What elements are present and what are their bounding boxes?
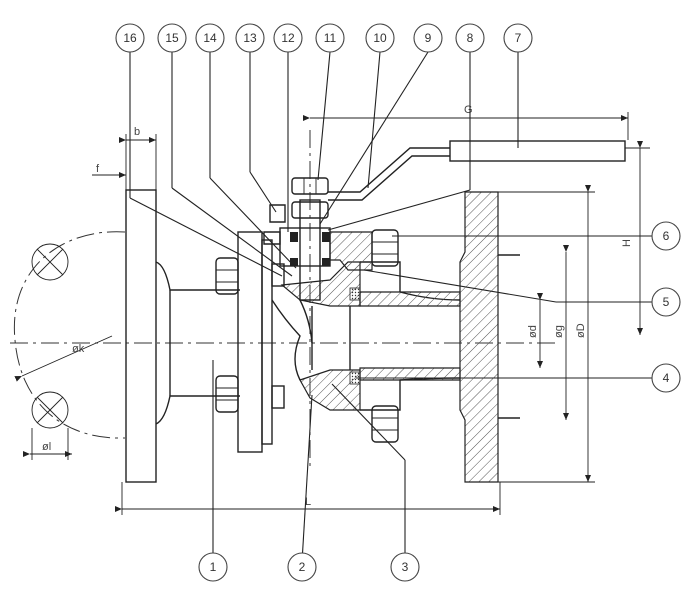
callout-2: 2 [287, 552, 317, 582]
gland [279, 227, 331, 267]
stop-plate [263, 204, 286, 245]
dim-k-label: øk [72, 343, 85, 355]
callout-7: 7 [503, 23, 533, 53]
svg-text:12: 12 [281, 31, 295, 45]
callout-3: 3 [390, 552, 420, 582]
body-cavity [271, 299, 313, 381]
leader-lines [129, 51, 652, 563]
callout-11: 11 [315, 23, 345, 53]
svg-text:11: 11 [324, 31, 337, 45]
svg-text:10: 10 [373, 31, 387, 45]
stem [299, 199, 321, 301]
right-body [360, 261, 461, 411]
callout-4: 4 [651, 363, 681, 393]
svg-text:1: 1 [210, 560, 217, 574]
ball-upper [280, 261, 361, 307]
svg-text:5: 5 [663, 295, 670, 309]
dim-d-label: ød [527, 325, 539, 338]
body-joint-flange-right [261, 239, 273, 445]
right-body-wall-top [359, 291, 461, 307]
body-bolt-top [371, 229, 399, 267]
dim-k-line [14, 335, 113, 382]
callout-16: 16 [115, 23, 145, 53]
body-bolt-bottom [371, 405, 399, 443]
svg-text:3: 3 [402, 560, 409, 574]
callout-10: 10 [365, 23, 395, 53]
svg-text:13: 13 [243, 31, 257, 45]
packing-left [290, 232, 298, 242]
callout-1: 1 [198, 552, 228, 582]
dim-L-label: L [305, 496, 311, 508]
callout-8: 8 [455, 23, 485, 53]
bolt-circle-arc [13, 231, 126, 439]
left-body-neck [155, 261, 240, 425]
packing-right [322, 232, 330, 242]
bonnet [329, 231, 373, 271]
right-body-wall-bottom [359, 367, 461, 381]
svg-text:6: 6 [663, 229, 670, 243]
packing-lower-left [290, 258, 298, 266]
handle-grip [449, 140, 626, 162]
callout-9: 9 [413, 23, 443, 53]
right-end-flange [459, 191, 499, 483]
callout-13: 13 [235, 23, 265, 53]
dim-f-label: f [96, 163, 100, 175]
dim-H-label: H [621, 239, 633, 247]
svg-text:4: 4 [663, 371, 670, 385]
svg-text:9: 9 [425, 31, 432, 45]
seat-upper [349, 287, 361, 301]
stem-nut [291, 177, 329, 219]
joint-bolt-top [215, 257, 285, 295]
callout-15: 15 [157, 23, 187, 53]
dim-l-label: øl [42, 441, 51, 453]
dim-g-label: øg [553, 325, 565, 338]
body-joint-flange-left [237, 231, 263, 453]
joint-bolt-bottom [215, 375, 285, 413]
svg-text:15: 15 [165, 31, 179, 45]
bolt-hole-bottom [31, 391, 69, 429]
dim-b-label: b [134, 126, 140, 138]
dim-D-label: øD [575, 323, 587, 338]
callout-14: 14 [195, 23, 225, 53]
handle-lever [328, 147, 450, 201]
packing-lower-right [322, 258, 330, 266]
dim-G-label: G [464, 104, 473, 116]
svg-text:2: 2 [299, 560, 306, 574]
svg-text:7: 7 [515, 31, 522, 45]
callout-12: 12 [273, 23, 303, 53]
svg-text:16: 16 [123, 31, 137, 45]
svg-text:14: 14 [203, 31, 217, 45]
callout-6: 6 [651, 221, 681, 251]
left-flange [125, 189, 157, 483]
callout-5: 5 [651, 287, 681, 317]
svg-text:8: 8 [467, 31, 474, 45]
bolt-hole-top [31, 243, 69, 281]
